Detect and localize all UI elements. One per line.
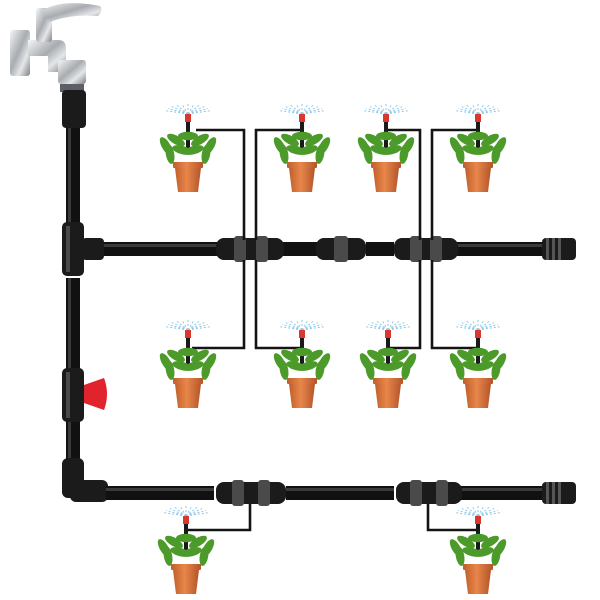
potted-plant [357,104,415,192]
spray-mist [279,104,325,115]
potted-plant [449,320,507,408]
spray-mist [363,104,409,115]
flower-pot [463,564,493,594]
flower-pot [173,378,203,408]
spray-mist [455,320,501,331]
spray-mist [279,320,325,331]
leaf-cluster [159,131,217,164]
potted-plant [273,104,331,192]
flower-pot [171,564,201,594]
leaf-cluster [357,131,415,164]
leaf-cluster [159,347,217,380]
micro-sprinkler [475,516,481,550]
leaf-cluster [273,347,331,380]
leaf-cluster [157,533,215,566]
lower-distribution-pipe [106,480,576,506]
leaf-cluster [449,533,507,566]
potted-plant [449,104,507,192]
end-cap [542,482,576,504]
feeder-tubes [188,128,478,532]
spray-mist [165,320,211,331]
shutoff-valve [62,368,107,422]
flower-pot [173,162,203,192]
potted-plant [157,506,215,594]
spray-mist [163,506,209,517]
leaf-cluster [449,131,507,164]
main-supply-pipe [62,90,86,460]
potted-plant [359,320,417,408]
leaf-cluster [273,131,331,164]
upper-distribution-pipe [104,236,576,262]
tee-connector [62,222,104,276]
plant-grid [157,104,507,594]
flower-pot [373,378,403,408]
potted-plant [449,506,507,594]
potted-plant [159,104,217,192]
flower-pot [463,378,493,408]
spray-mist [165,104,211,115]
micro-sprinkler [185,330,191,364]
elbow-connector [62,458,108,502]
red-valve-handle [84,378,107,410]
flower-pot [371,162,401,192]
end-cap [542,238,576,260]
faucet-icon [10,3,102,92]
potted-plant [159,320,217,408]
spray-mist [455,104,501,115]
micro-sprinkler [183,516,189,550]
leaf-cluster [359,347,417,380]
spray-mist [365,320,411,331]
flower-pot [287,162,317,192]
flower-pot [463,162,493,192]
spray-mist [455,506,501,517]
flower-pot [287,378,317,408]
micro-sprinkler [185,114,191,148]
leaf-cluster [449,347,507,380]
potted-plant [273,320,331,408]
